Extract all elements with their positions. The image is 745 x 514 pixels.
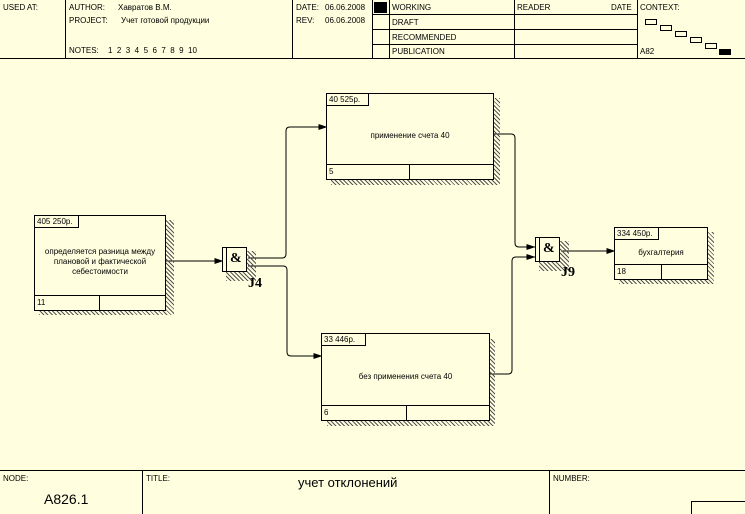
junction-j4[interactable]: & bbox=[222, 247, 247, 272]
junction-label-j9: J9 bbox=[561, 265, 575, 280]
activity-name: без применения счета 40 bbox=[358, 372, 453, 381]
project-label: PROJECT: bbox=[69, 16, 108, 25]
activity-name: определяется разница между плановой и фа… bbox=[44, 247, 156, 276]
status-working: WORKING bbox=[392, 3, 432, 12]
junction-label-j4: J4 bbox=[248, 276, 262, 291]
working-status-marker bbox=[374, 2, 387, 13]
activity-number: 6 bbox=[324, 408, 329, 417]
junction-and-symbol: & bbox=[230, 251, 242, 266]
junction-j9[interactable]: & bbox=[535, 237, 560, 262]
number-label: NUMBER: bbox=[553, 474, 590, 483]
activity-number: 5 bbox=[329, 167, 334, 176]
date-value: 06.06.2008 bbox=[325, 3, 366, 12]
activity-cost: 405 250р. bbox=[37, 217, 73, 226]
footer-top-border bbox=[0, 470, 745, 471]
diagram-title: учет отклонений bbox=[298, 475, 398, 490]
notes-label: NOTES: bbox=[69, 46, 99, 55]
node-label: NODE: bbox=[3, 474, 29, 483]
context-label: CONTEXT: bbox=[640, 3, 680, 12]
activity-name: применение счета 40 bbox=[370, 131, 450, 140]
activity-number: 11 bbox=[37, 298, 46, 307]
activity-box-6[interactable]: 33 446р. без применения счета 40 6 bbox=[321, 333, 490, 421]
author-label: AUTHOR: bbox=[69, 3, 105, 12]
activity-cost: 40 525р. bbox=[329, 95, 361, 104]
arrow-j4-to-box6 bbox=[248, 265, 323, 359]
junction-and-symbol: & bbox=[543, 241, 555, 256]
activity-box-5[interactable]: 40 525р. применение счета 40 5 bbox=[326, 93, 494, 180]
arrow-box6-to-j9 bbox=[490, 254, 536, 375]
author-value: Хавратов В.М. bbox=[118, 3, 172, 12]
activity-box-11[interactable]: 405 250р. определяется разница между пла… bbox=[34, 215, 166, 311]
activity-cost: 334 450р. bbox=[617, 229, 653, 238]
activity-box-18[interactable]: 334 450р. бухгалтерия 18 bbox=[614, 227, 708, 280]
arrow-box5-to-j9 bbox=[494, 133, 536, 250]
activity-number: 18 bbox=[617, 267, 626, 276]
notes-numbers: 1 2 3 4 5 6 7 8 9 10 bbox=[108, 46, 197, 55]
activity-name: бухгалтерия bbox=[638, 248, 684, 257]
rev-label: REV: bbox=[296, 16, 315, 25]
title-label: TITLE: bbox=[146, 474, 171, 483]
used-at-label: USED AT: bbox=[3, 3, 38, 12]
context-node: A82 bbox=[640, 47, 655, 56]
arrow-j4-to-box5 bbox=[248, 124, 328, 259]
status-draft: DRAFT bbox=[392, 18, 419, 27]
rev-value: 06.06.2008 bbox=[325, 16, 366, 25]
status-recommended: RECOMMENDED bbox=[392, 33, 457, 42]
reader-label: READER bbox=[517, 3, 551, 12]
project-value: Учет готовой продукции bbox=[121, 16, 210, 25]
node-value: A826.1 bbox=[44, 491, 89, 507]
reader-date-label: DATE bbox=[611, 3, 632, 12]
date-label: DATE: bbox=[296, 3, 319, 12]
status-publication: PUBLICATION bbox=[392, 47, 445, 56]
activity-cost: 33 446р. bbox=[324, 335, 356, 344]
